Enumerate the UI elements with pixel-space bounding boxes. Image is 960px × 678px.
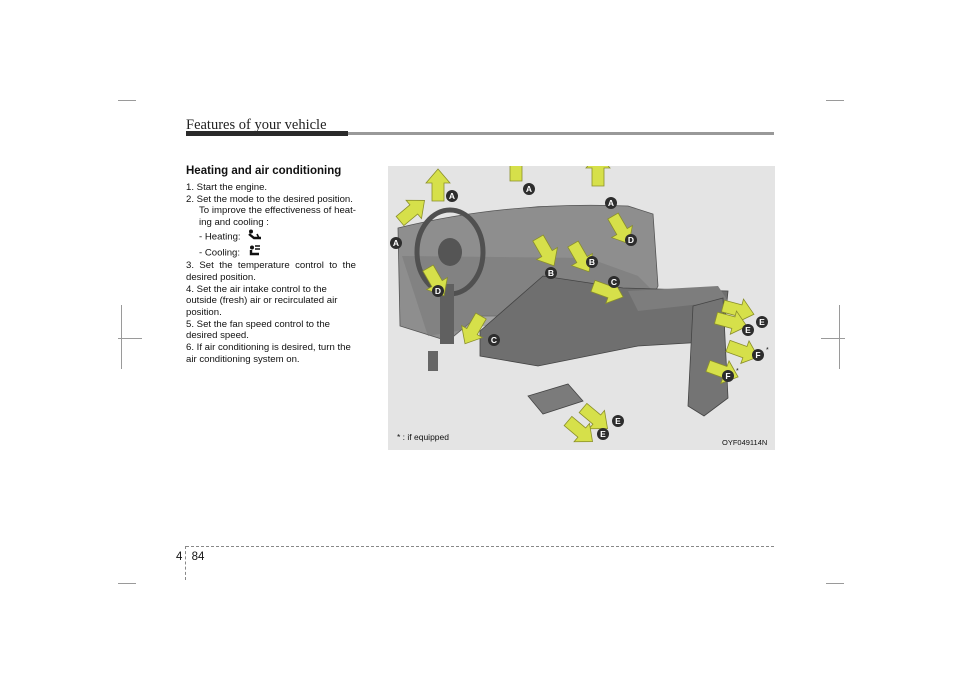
- vent-label-badge: [756, 316, 768, 328]
- page-number: 4 84: [176, 551, 204, 563]
- step-3: 3. Set the temperature control to the de…: [186, 260, 356, 283]
- section-title: Features of your vehicle: [186, 117, 327, 133]
- vent-label-badge: [432, 285, 444, 297]
- vent-label-badge: [722, 370, 734, 382]
- vent-label-letter: B: [589, 257, 595, 267]
- instruction-list: 1. Start the engine. 2. Set the mode to …: [186, 182, 356, 366]
- heating-line: - Heating:: [186, 229, 356, 245]
- vent-label-letter: D: [628, 235, 634, 245]
- console-lid: [628, 286, 728, 311]
- vent-label-letter: A: [393, 238, 399, 248]
- vent-label-badge: [608, 276, 620, 288]
- cooling-line: - Cooling:: [186, 244, 356, 261]
- vent-label-letter: A: [449, 191, 455, 201]
- crop-mark: [826, 583, 844, 584]
- vent-label-badge: [488, 334, 500, 346]
- airflow-arrow: [395, 199, 425, 227]
- vent-label-letter: E: [759, 317, 765, 327]
- vent-label-badge: [752, 349, 764, 361]
- crop-mark: [118, 100, 136, 101]
- vent-label-badge: [390, 237, 402, 249]
- equipment-note: * : if equipped: [397, 432, 449, 442]
- airflow-arrow: [503, 166, 529, 182]
- vent-label-letter: F: [725, 371, 730, 381]
- vent-label-letter: E: [745, 325, 751, 335]
- vent-label-badge: [612, 415, 624, 427]
- airflow-arrow: [720, 298, 755, 323]
- step-4: 4. Set the air intake control to the out…: [186, 283, 338, 319]
- optional-asterisk: *: [766, 347, 769, 354]
- footer-rule: [186, 546, 774, 547]
- vent-label-badge: [545, 267, 557, 279]
- vent-label-letter: F: [755, 350, 760, 360]
- airflow-arrow: [607, 212, 633, 245]
- crop-mark: [826, 100, 844, 101]
- airflow-arrow: [461, 312, 487, 345]
- vent-label-letter: D: [435, 286, 441, 296]
- airflow-arrow: [585, 166, 611, 187]
- step-2: 2. Set the mode to the desired position.: [186, 193, 353, 205]
- rear-console: [687, 297, 729, 417]
- vent-label-letter: B: [548, 268, 554, 278]
- heating-mode-icon: [247, 229, 263, 245]
- vent-label-letter: E: [600, 429, 606, 439]
- airflow-arrow: [425, 168, 451, 202]
- floor-vent: [527, 383, 584, 415]
- title-rule-accent: [186, 131, 348, 136]
- chapter-number: 4: [176, 551, 183, 563]
- footer-divider: [185, 546, 186, 580]
- airflow-arrow: [590, 279, 624, 305]
- crop-mark: [821, 338, 845, 339]
- cooling-mode-icon: [247, 244, 263, 261]
- airflow-arrow: [713, 310, 748, 335]
- airflow-arrow: [567, 240, 593, 273]
- airflow-arrow: [578, 402, 608, 430]
- dashboard-drawing: [397, 204, 729, 417]
- vent-label-letter: E: [615, 416, 621, 426]
- step-6: 6. If air conditioning is desired, turn …: [186, 342, 351, 365]
- title-rule: [186, 132, 774, 135]
- vent-label-badge: [523, 183, 535, 195]
- vent-label-badge: [597, 428, 609, 440]
- vent-label-badge: [742, 324, 754, 336]
- vent-label-badge: [446, 190, 458, 202]
- vent-label-badge: [586, 256, 598, 268]
- figure-code: OYF049114N: [722, 438, 768, 447]
- vent-label-letter: C: [491, 335, 497, 345]
- step-2-note: To improve the effectiveness of heat- in…: [199, 205, 356, 229]
- heating-label: - Heating:: [199, 231, 241, 243]
- crop-mark: [839, 305, 840, 369]
- airflow-arrow: [725, 339, 759, 365]
- vent-label-letter: A: [608, 198, 614, 208]
- airflow-arrow: [532, 234, 558, 267]
- step-5: 5. Set the fan speed control to the desi…: [186, 318, 331, 342]
- step-1: 1. Start the engine.: [186, 182, 268, 193]
- vent-label-letter: A: [526, 184, 532, 194]
- section-heading: Heating and air conditioning: [186, 165, 342, 177]
- crop-mark: [121, 305, 122, 369]
- crop-mark: [118, 583, 136, 584]
- crop-mark: [118, 338, 142, 339]
- vent-label-letter: C: [611, 277, 617, 287]
- vent-label-badge: [605, 197, 617, 209]
- airflow-arrow: [563, 415, 593, 443]
- vent-label-badge: [625, 234, 637, 246]
- optional-asterisk: *: [736, 368, 739, 375]
- cooling-label: - Cooling:: [199, 246, 241, 258]
- page-number-value: 84: [191, 551, 205, 563]
